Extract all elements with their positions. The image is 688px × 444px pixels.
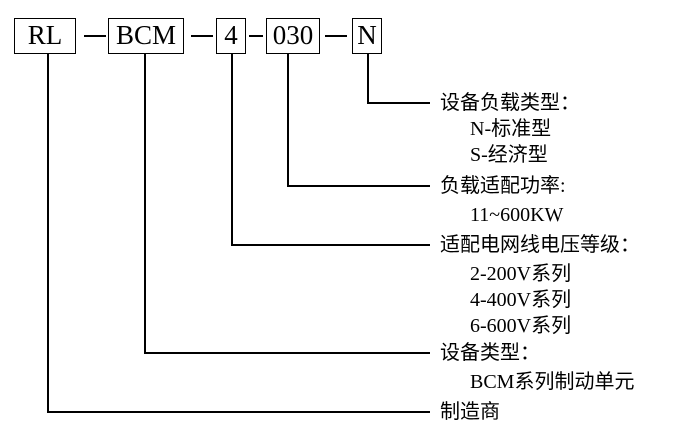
load-type-item: S-经济型 [470, 144, 548, 166]
code-box-manufacturer: RL [14, 18, 76, 54]
leader-line-power-horizontal [287, 185, 430, 187]
leader-line-voltage-vertical [231, 54, 233, 245]
code-box-series: BCM [108, 18, 184, 54]
leader-line-manufacturer-vertical [47, 54, 49, 412]
leader-line-manufacturer-horizontal [47, 411, 430, 413]
code-box-load: N [352, 18, 382, 54]
code-box-voltage: 4 [216, 18, 246, 54]
device-type-item: BCM系列制动单元 [470, 371, 635, 393]
separator-dash [325, 35, 347, 37]
load-type-title: 设备负载类型： [440, 92, 580, 114]
leader-line-load-horizontal [367, 102, 430, 104]
load-type-item: N-标准型 [470, 118, 552, 140]
manufacturer-title: 制造商 [440, 401, 500, 423]
code-box-power: 030 [266, 18, 320, 54]
voltage-class-title: 适配电网线电压等级： [440, 234, 640, 256]
voltage-class-item: 2-200V系列 [470, 263, 572, 285]
leader-line-power-vertical [287, 54, 289, 186]
power-rating-title: 负载适配功率: [440, 175, 566, 197]
leader-line-voltage-horizontal [231, 244, 430, 246]
voltage-class-item: 4-400V系列 [470, 289, 572, 311]
power-rating-item: 11~600KW [470, 204, 564, 226]
separator-dash [84, 35, 106, 37]
separator-dash [191, 35, 213, 37]
voltage-class-item: 6-600V系列 [470, 315, 572, 337]
leader-line-series-vertical [144, 54, 146, 353]
separator-dash [249, 35, 263, 37]
leader-line-series-horizontal [144, 352, 430, 354]
leader-line-load-vertical [367, 54, 369, 103]
device-type-title: 设备类型： [440, 342, 540, 364]
